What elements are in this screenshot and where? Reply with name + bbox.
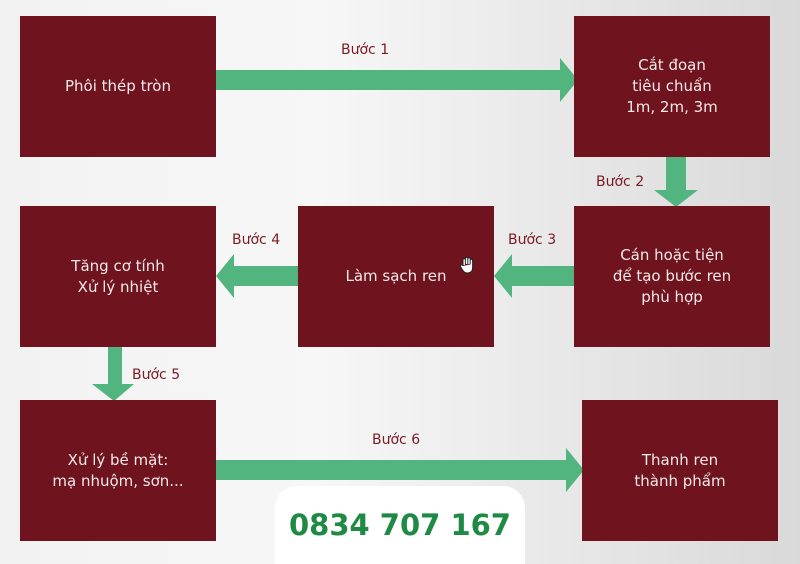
box-heat-treatment: Tăng cơ tính Xử lý nhiệt bbox=[20, 206, 216, 347]
box-roll-or-cut-thread: Cán hoặc tiện để tạo bước ren phù hợp bbox=[574, 206, 770, 347]
arrow-step-1 bbox=[216, 58, 578, 102]
arrow-step-4 bbox=[216, 254, 298, 298]
arrow-step-2 bbox=[654, 157, 698, 207]
arrow-step-3 bbox=[494, 254, 574, 298]
box-clean-thread: Làm sạch ren bbox=[298, 206, 494, 347]
box-surface-treatment: Xử lý bề mặt: mạ nhuộm, sơn... bbox=[20, 400, 216, 541]
step-2-label: Bước 2 bbox=[596, 174, 645, 190]
box-raw-round-steel: Phôi thép tròn bbox=[20, 16, 216, 157]
phone-number-badge[interactable]: 0834 707 167 bbox=[275, 486, 525, 564]
arrow-step-5 bbox=[92, 347, 134, 401]
step-4-label: Bước 4 bbox=[232, 232, 281, 248]
box-cut-standard-length: Cắt đoạn tiêu chuẩn 1m, 2m, 3m bbox=[574, 16, 770, 157]
step-6-label: Bước 6 bbox=[372, 432, 421, 448]
box-finished-threaded-rod: Thanh ren thành phẩm bbox=[582, 400, 778, 541]
arrow-step-6 bbox=[216, 448, 584, 492]
hand-cursor-icon bbox=[458, 256, 478, 281]
step-3-label: Bước 3 bbox=[508, 232, 557, 248]
step-1-label: Bước 1 bbox=[341, 42, 390, 58]
step-5-label: Bước 5 bbox=[132, 367, 181, 383]
